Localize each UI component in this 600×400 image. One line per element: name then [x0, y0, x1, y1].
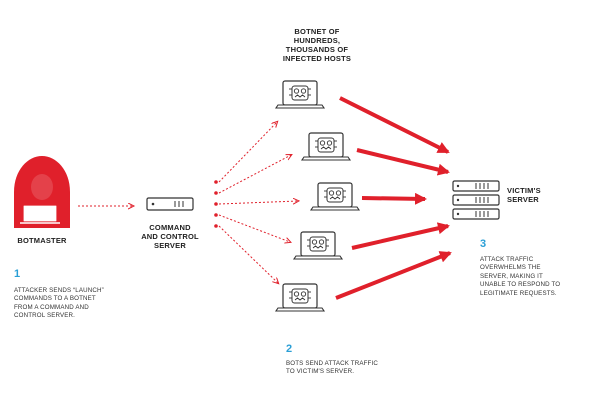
command-link: [218, 225, 278, 283]
command-link: [218, 122, 277, 183]
command-dot: [214, 224, 218, 228]
command-dot: [214, 202, 218, 206]
step-2-text: BOTS SEND ATTACK TRAFFIC TO VICTIM'S SER…: [286, 360, 378, 376]
botnet: [274, 80, 361, 312]
step-2-number: 2: [286, 343, 293, 355]
attack-traffic: [335, 96, 452, 300]
botnet-label: BOTNET OF HUNDREDS, THOUSANDS OF INFECTE…: [282, 27, 352, 63]
attack-arrow: [356, 148, 450, 176]
hooded-hacker-icon: [14, 156, 70, 228]
command-link: [218, 201, 298, 204]
infected-laptop-icon: [274, 80, 326, 109]
cnc-label: COMMAND AND CONTROL SERVER: [141, 223, 199, 250]
step-3-number: 3: [480, 238, 487, 250]
command-dot: [214, 180, 218, 184]
victim-label: VICTIM'S SERVER: [507, 186, 541, 204]
attack-arrow: [339, 96, 450, 154]
step-3-text: ATTACK TRAFFIC OVERWHELMS THE SERVER, MA…: [480, 256, 561, 297]
attack-arrow: [335, 251, 452, 300]
infected-laptop-icon: [292, 231, 344, 260]
infected-laptop-icon: [309, 182, 361, 211]
infected-laptop-icon: [274, 283, 326, 312]
command-distribution: [214, 122, 298, 283]
infected-laptop-icon: [300, 132, 352, 161]
command-dot: [214, 213, 218, 217]
server-stack-icon: [452, 180, 500, 220]
step-1-text: ATTACKER SENDS “LAUNCH” COMMANDS TO A BO…: [14, 287, 104, 320]
attack-arrow: [351, 222, 450, 250]
botmaster-label: BOTMASTER: [17, 236, 67, 245]
command-dot: [214, 191, 218, 195]
command-link: [218, 155, 291, 194]
attack-arrow: [361, 192, 427, 205]
step-1-number: 1: [14, 268, 21, 280]
server-rack-icon: [146, 197, 194, 211]
command-link: [218, 214, 290, 242]
